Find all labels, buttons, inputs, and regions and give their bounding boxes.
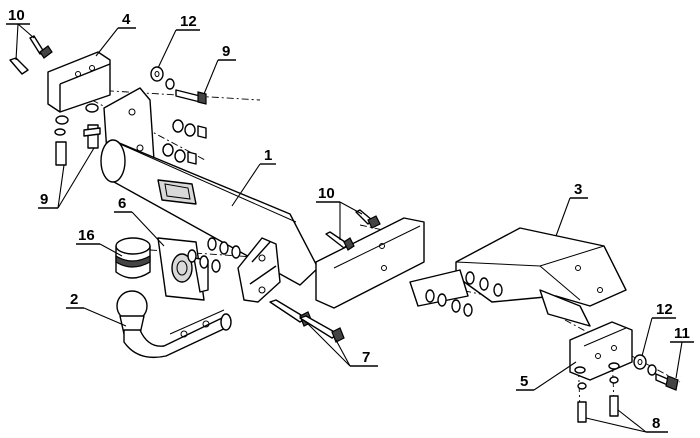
socket-plate [157, 237, 209, 301]
callout-2: 2 [66, 291, 127, 327]
callout-label: 2 [70, 291, 78, 308]
callout-label: 4 [122, 11, 131, 28]
right-bracket-nuts [425, 271, 503, 317]
callout-label: 12 [180, 13, 197, 30]
callout-label: 3 [574, 181, 582, 198]
right-mounting-bracket [409, 227, 627, 327]
callout-label: 8 [652, 415, 660, 432]
ball-mount-nuts [187, 237, 241, 273]
callout-label: 12 [656, 301, 673, 318]
callout-16: 16 [76, 227, 123, 257]
callout-3: 3 [555, 181, 588, 237]
callout-10-top-left: 10 [6, 7, 35, 61]
callout-label: 1 [264, 147, 272, 164]
callout-label: 11 [674, 325, 690, 342]
flange-nuts [162, 119, 207, 165]
callout-8: 8 [585, 409, 668, 433]
tow-bracket [237, 237, 281, 303]
callout-label: 5 [520, 373, 528, 390]
washer-and-bolt-right [633, 354, 679, 391]
callout-11: 11 [670, 325, 694, 379]
washer-and-bolt-top [150, 66, 207, 105]
bolt-top-left [9, 35, 53, 75]
tow-ball [116, 290, 232, 359]
callout-7: 7 [305, 321, 378, 367]
callout-label: 6 [118, 195, 126, 212]
callout-label: 10 [8, 7, 25, 24]
callout-9-left: 9 [38, 147, 95, 209]
callout-12-top: 12 [157, 13, 200, 69]
callout-4: 4 [95, 11, 136, 57]
callout-label: 7 [362, 349, 370, 366]
ball-cover [115, 237, 151, 279]
callout-label: 16 [78, 227, 95, 244]
bolts-lower-left [54, 103, 101, 166]
callout-label: 10 [318, 185, 335, 202]
callout-10-middle: 10 [316, 185, 363, 240]
callout-1: 1 [231, 147, 276, 207]
bolts-8 [574, 362, 620, 423]
bolts-7 [269, 299, 345, 343]
callout-label: 9 [40, 191, 48, 208]
left-mounting-bracket [47, 51, 111, 113]
callout-12-right: 12 [641, 301, 676, 357]
callout-5: 5 [516, 361, 577, 391]
callout-6: 6 [114, 195, 165, 247]
callout-9-top: 9 [203, 43, 236, 95]
callout-label: 9 [222, 43, 230, 60]
